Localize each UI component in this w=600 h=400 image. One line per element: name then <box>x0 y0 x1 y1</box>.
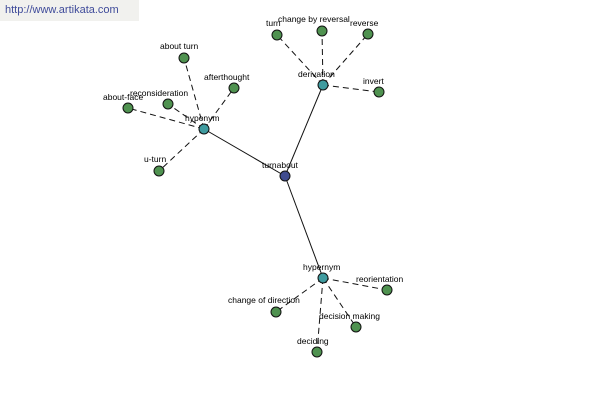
label-about-face: about-face <box>103 92 143 102</box>
node-decision-making[interactable] <box>350 321 362 333</box>
label-reverse: reverse <box>350 18 379 28</box>
edge-derivation-reverse <box>322 33 369 86</box>
node-about-face[interactable] <box>122 102 134 114</box>
node-about-turn[interactable] <box>178 52 190 64</box>
node-u-turn[interactable] <box>153 165 165 177</box>
node-change-by-reversal[interactable] <box>316 25 328 37</box>
label-about-turn: about turn <box>160 41 199 51</box>
edge-hyponym-reconsideration <box>167 103 205 130</box>
node-turnabout[interactable] <box>279 170 291 182</box>
node-hypernym[interactable] <box>317 272 329 284</box>
label-hypernym: hypernym <box>303 262 340 272</box>
edge-hyponym-afterthought <box>203 87 235 130</box>
edge-hyponym-about-face <box>127 107 205 130</box>
node-reconsideration[interactable] <box>162 98 174 110</box>
edge-hyponym-about-turn <box>183 57 205 130</box>
edge-root-hypernym <box>284 175 324 279</box>
label-deciding: deciding <box>297 336 329 346</box>
label-hyponym: hyponym <box>185 113 220 123</box>
node-invert[interactable] <box>373 86 385 98</box>
label-change-of-direction: change of direction <box>228 295 300 305</box>
node-afterthought[interactable] <box>228 82 240 94</box>
edge-root-derivation <box>284 84 324 177</box>
label-afterthought: afterthought <box>204 72 250 82</box>
label-derivation: derivation <box>298 69 335 79</box>
edge-derivation-turn <box>276 34 324 86</box>
edge-derivation-invert <box>322 84 380 93</box>
node-hyponym[interactable] <box>198 123 210 135</box>
label-reconsideration: reconsideration <box>130 88 188 98</box>
edge-root-hyponym <box>203 128 286 177</box>
edge-hypernym-reorientation <box>322 277 388 291</box>
edge-hypernym-deciding <box>316 277 324 353</box>
node-reverse[interactable] <box>362 28 374 40</box>
label-u-turn: u-turn <box>144 154 166 164</box>
label-invert: invert <box>363 76 384 86</box>
node-derivation[interactable] <box>317 79 329 91</box>
label-turn: turn <box>266 18 281 28</box>
label-decision-making: decision making <box>319 311 380 321</box>
node-change-of-direction[interactable] <box>270 306 282 318</box>
label-turnabout: turnabout <box>262 160 299 170</box>
edge-derivation-change-by-reversal <box>321 30 324 86</box>
label-reorientation: reorientation <box>356 274 404 284</box>
watermark-url[interactable]: http://www.artikata.com <box>0 0 139 21</box>
edge-hyponym-u-turn <box>158 128 205 172</box>
node-reorientation[interactable] <box>381 284 393 296</box>
label-change-by-reversal: change by reversal <box>278 14 350 24</box>
node-deciding[interactable] <box>311 346 323 358</box>
node-turn[interactable] <box>271 29 283 41</box>
